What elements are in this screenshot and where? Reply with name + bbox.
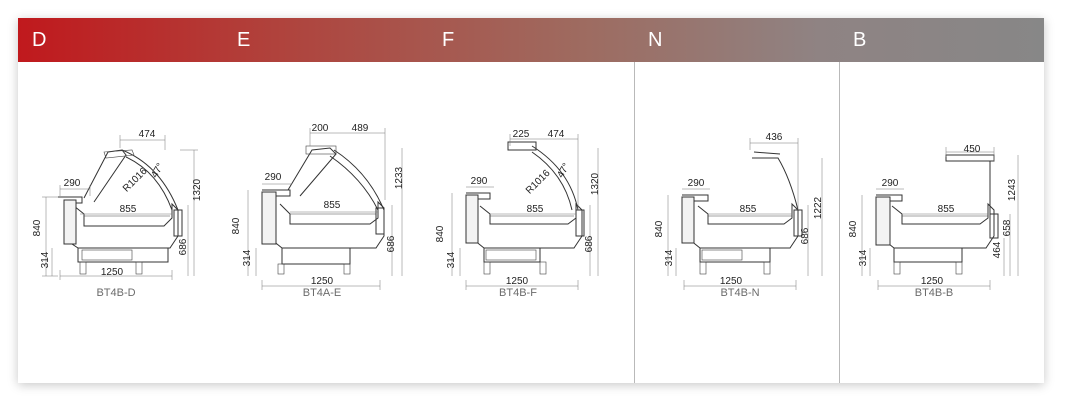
- dim-840: 840: [32, 219, 43, 236]
- dim-1250: 1250: [921, 276, 944, 287]
- model-label-b: BT4B-B: [914, 287, 954, 299]
- dim-1320: 1320: [192, 178, 203, 201]
- dim-1320: 1320: [590, 172, 601, 195]
- dim-angle: 47°: [149, 161, 166, 180]
- dim-290: 290: [471, 176, 488, 187]
- model-label-f: BT4B-F: [499, 287, 537, 299]
- dim-1222: 1222: [813, 196, 824, 219]
- drawing-bt4b-f: 225 474 290 855 840 314 1250 686 1320 R1…: [435, 129, 601, 290]
- dim-474: 474: [139, 129, 156, 140]
- model-label-d: BT4B-D: [96, 287, 136, 299]
- model-label-n: BT4B-N: [720, 287, 760, 299]
- dim-450: 450: [964, 144, 981, 155]
- header-label-e: E: [237, 29, 251, 51]
- dim-658: 658: [1002, 219, 1013, 236]
- dim-855: 855: [527, 204, 544, 215]
- dim-474: 474: [548, 129, 565, 140]
- dim-radius: R1016: [121, 166, 150, 195]
- drawing-bt4b-d: 474 290 855 840 314 1250 686 1320 R1016 …: [32, 129, 203, 280]
- dim-686: 686: [584, 235, 595, 252]
- header-label-b: B: [853, 29, 867, 51]
- dim-290: 290: [265, 172, 282, 183]
- header-label-f: F: [442, 29, 455, 51]
- dim-855: 855: [938, 204, 955, 215]
- dim-855: 855: [120, 204, 137, 215]
- dim-840: 840: [848, 220, 859, 237]
- column-divider: [634, 62, 635, 383]
- dim-686: 686: [178, 238, 189, 255]
- dim-686: 686: [386, 235, 397, 252]
- dim-225: 225: [513, 129, 530, 140]
- showcase-card: D E F N B: [18, 18, 1044, 383]
- dim-314: 314: [664, 249, 675, 266]
- dim-radius: R1016: [524, 168, 553, 197]
- dim-1250: 1250: [101, 267, 124, 278]
- column-divider: [839, 62, 840, 383]
- dim-314: 314: [242, 249, 253, 266]
- header-bar: D E F N B: [18, 18, 1044, 62]
- dim-840: 840: [231, 217, 242, 234]
- dim-489: 489: [352, 123, 369, 134]
- dim-686: 686: [800, 227, 811, 244]
- dim-314: 314: [446, 251, 457, 268]
- drawing-bt4b-b: 450 290 855 840 314 1250 464 658 1243: [848, 144, 1019, 290]
- dim-314: 314: [858, 249, 869, 266]
- dim-200: 200: [312, 123, 329, 134]
- dim-290: 290: [64, 178, 81, 189]
- dim-464: 464: [992, 241, 1003, 258]
- dim-1250: 1250: [720, 276, 743, 287]
- dim-314: 314: [40, 251, 51, 268]
- dim-1250: 1250: [506, 276, 529, 287]
- header-label-n: N: [648, 29, 663, 51]
- dim-855: 855: [324, 200, 341, 211]
- dim-290: 290: [882, 178, 899, 189]
- model-label-e: BT4A-E: [302, 287, 342, 299]
- dim-436: 436: [766, 132, 783, 143]
- dim-840: 840: [435, 225, 446, 242]
- dim-855: 855: [740, 204, 757, 215]
- header-label-d: D: [32, 29, 47, 51]
- dim-1233: 1233: [394, 166, 405, 189]
- drawing-bt4b-n: 436 290 855 840 314 1250 686 1222: [654, 132, 824, 290]
- dim-290: 290: [688, 178, 705, 189]
- dim-1250: 1250: [311, 276, 334, 287]
- dim-1243: 1243: [1007, 178, 1018, 201]
- drawing-bt4a-e: 200 489 290 855 840 314 1250 686 1233: [231, 123, 405, 290]
- dim-840: 840: [654, 220, 665, 237]
